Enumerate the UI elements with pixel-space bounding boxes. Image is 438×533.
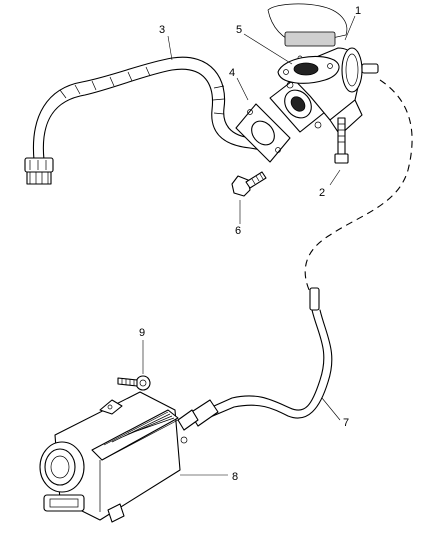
valve-gasket bbox=[277, 55, 340, 84]
flange-bolt bbox=[231, 171, 267, 197]
egr-solenoid-module bbox=[39, 391, 188, 523]
callout-3: 3 bbox=[159, 24, 165, 36]
stud-bolt bbox=[334, 117, 349, 164]
callout-7: 7 bbox=[343, 417, 349, 429]
callout-8: 8 bbox=[232, 471, 238, 483]
vacuum-hose bbox=[177, 287, 333, 431]
egr-tube bbox=[24, 56, 265, 185]
callout-2: 2 bbox=[319, 187, 325, 199]
callout-1: 1 bbox=[355, 5, 361, 17]
callout-5: 5 bbox=[236, 24, 242, 36]
gasket bbox=[235, 103, 291, 163]
callout-4: 4 bbox=[229, 67, 235, 79]
callout-6: 6 bbox=[235, 225, 241, 237]
leader-lines bbox=[142, 15, 356, 476]
callout-9: 9 bbox=[139, 327, 145, 339]
mounting-screw bbox=[117, 375, 151, 391]
